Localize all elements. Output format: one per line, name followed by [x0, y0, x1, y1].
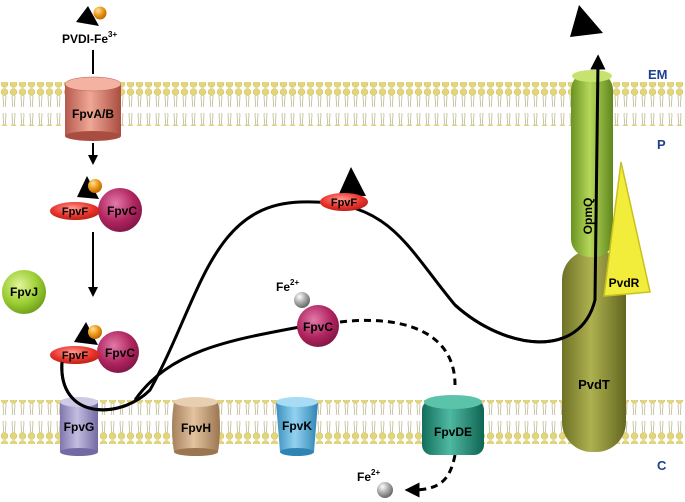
pvdt-label: PvdT [578, 377, 610, 392]
fpvk-protein [276, 397, 318, 456]
fpvg-protein [60, 397, 98, 456]
fpvde-transporter [422, 395, 484, 455]
fpvk-label: FpvK [282, 419, 312, 433]
fpvj-protein [2, 270, 46, 314]
fpvj-label: FpvJ [10, 285, 38, 299]
iron-release-path [404, 454, 457, 498]
pvdi-export-path [453, 54, 606, 344]
opmq-protein [571, 70, 613, 257]
fpvg-label: FpvG [64, 420, 95, 434]
fpvf-fpvc-complex-low [50, 322, 139, 373]
opmq-label: OpmQ [581, 198, 595, 235]
fpvc-branch-path [133, 324, 306, 401]
fpvf-fpvc-complex-top [50, 176, 142, 232]
pvdi-fe-label: PVDI-Fe3+ [62, 30, 117, 46]
fpvh-label: FpvH [181, 421, 211, 435]
fpvab-label: FpvA/B [72, 107, 114, 121]
compartment-label-p: P [657, 137, 666, 152]
iron-label-released: Fe2+ [357, 468, 380, 484]
iron-ball-released [377, 482, 393, 498]
iron-path-to-fpvde [339, 318, 457, 386]
fpvf-periplasm-complex [320, 167, 368, 211]
fpvf-low-label: FpvF [62, 350, 89, 362]
fpvh-protein [172, 397, 220, 456]
pvdr-label: PvdR [609, 276, 640, 290]
iron-ball-mid [294, 292, 310, 308]
pvdi-fe-complex-top [76, 6, 107, 26]
fpvc-top-label: FpvC [107, 204, 137, 218]
pvdi-exported [570, 5, 603, 37]
compartment-label-c: C [657, 458, 667, 473]
iron-label-mid: Fe2+ [276, 278, 299, 294]
pvdr-protein [603, 161, 651, 297]
fpvc-mid-label: FpvC [303, 320, 333, 334]
fpvf-top-label: FpvF [62, 206, 89, 218]
fpvc-mid-protein [297, 305, 339, 347]
pvdt-protein [562, 250, 626, 452]
compartment-label-em: EM [648, 67, 668, 82]
fpvde-label: FpvDE [434, 425, 472, 439]
fpvab-transporter [64, 76, 122, 141]
pvdi-loop-over-fpvg [60, 361, 152, 412]
fpvc-low-label: FpvC [105, 346, 135, 360]
fpvf-periplasm-label: FpvF [331, 197, 358, 209]
